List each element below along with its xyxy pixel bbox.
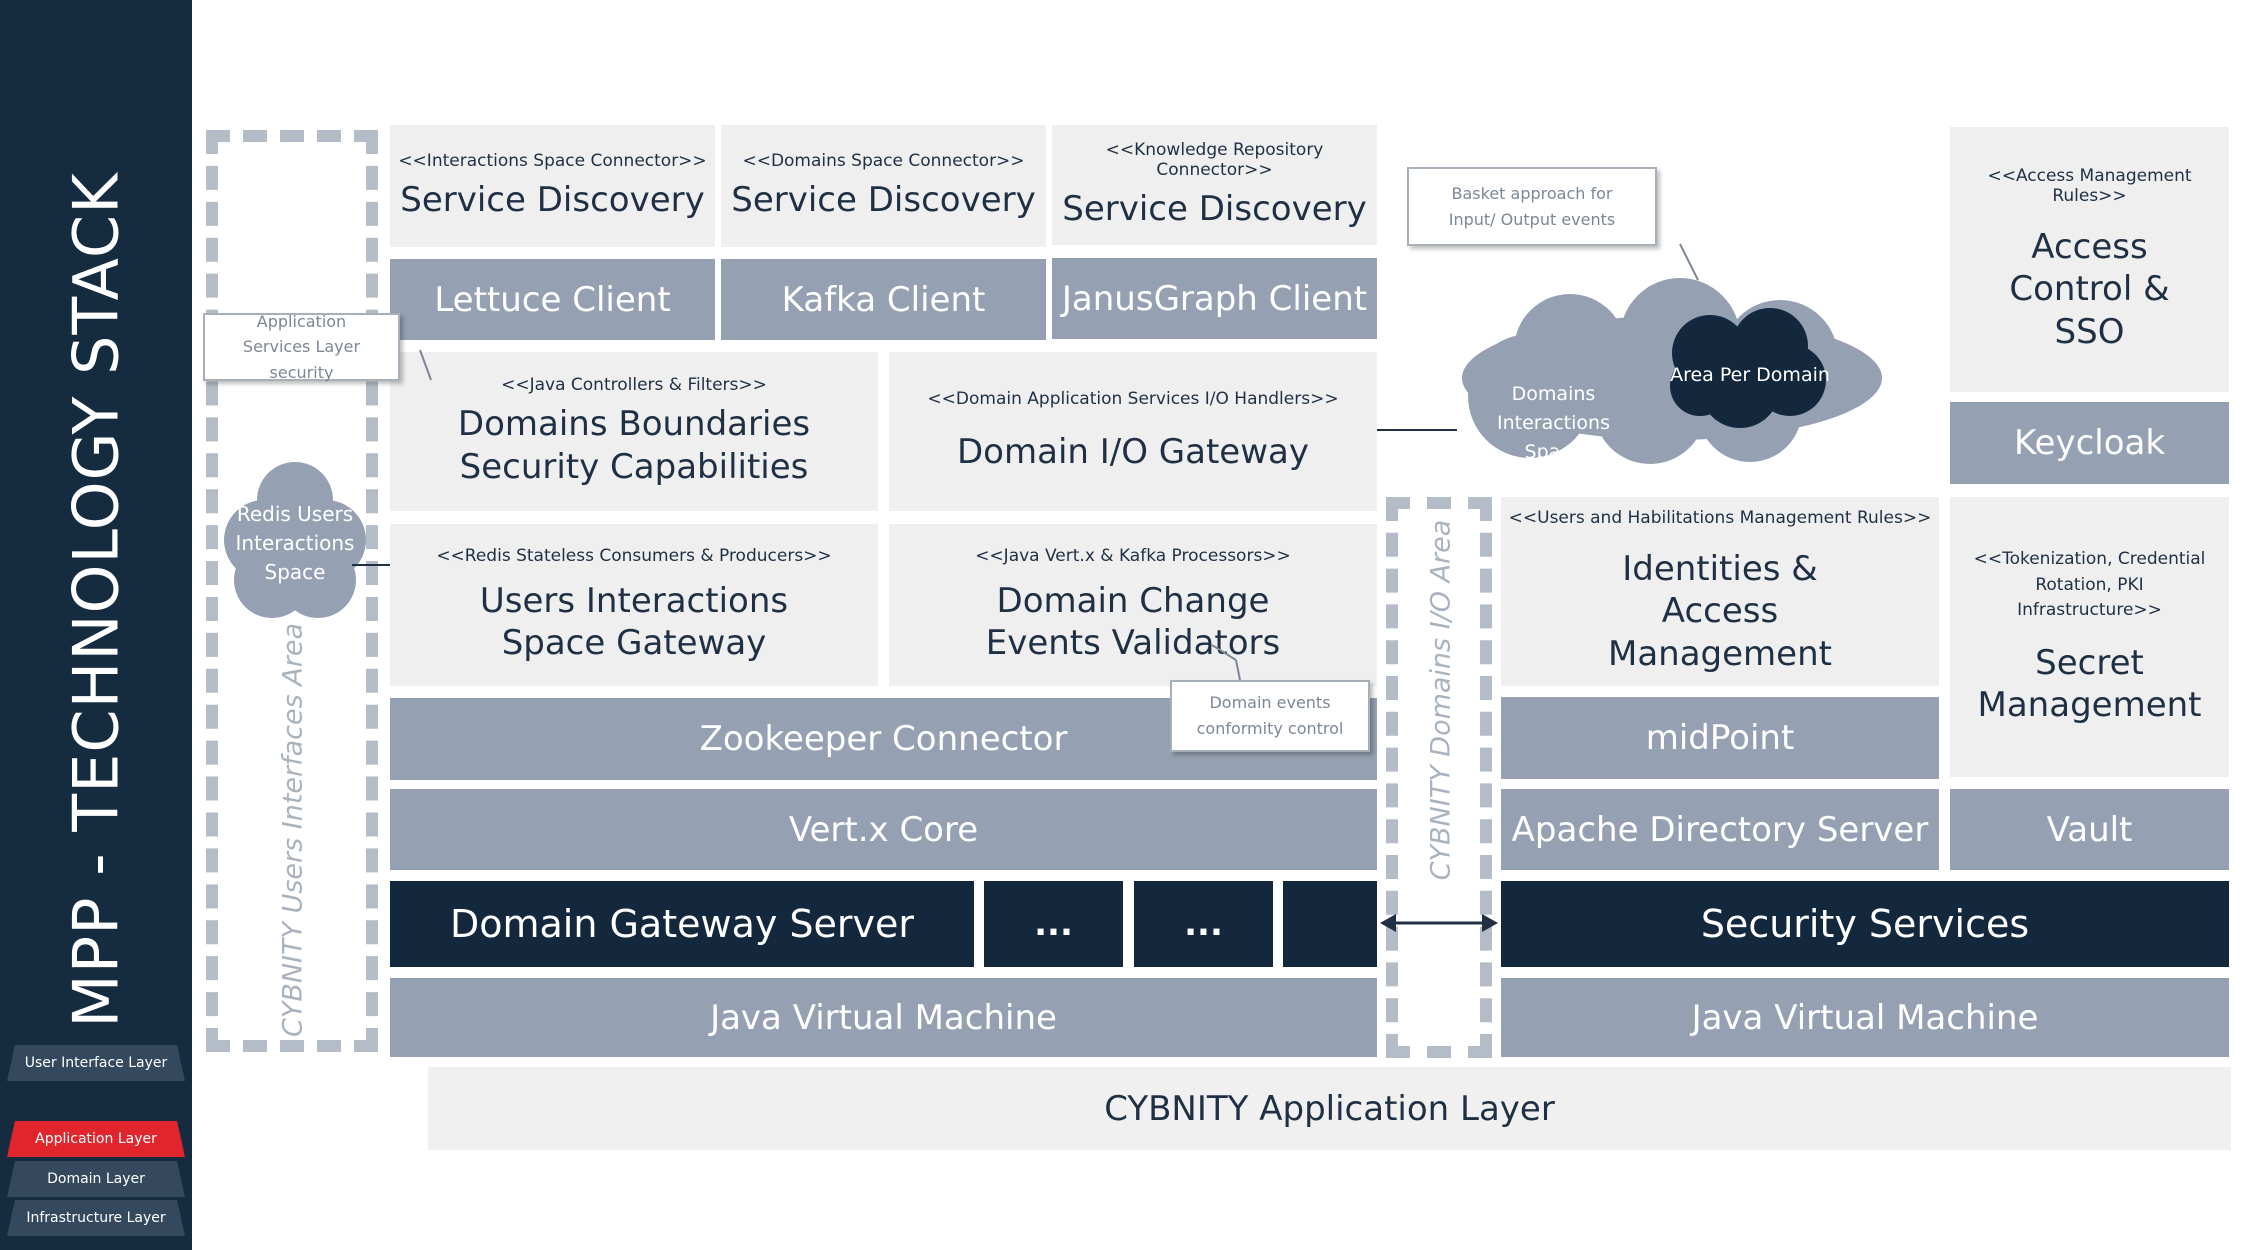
domains-boundaries-security: <<Java Controllers & Filters>>Domains Bo… (390, 352, 878, 511)
identities-access-management: <<Users and Habilitations Management Rul… (1501, 497, 1939, 686)
midpoint: midPoint (1501, 697, 1939, 779)
double-arrow (1380, 914, 1498, 932)
layer-infrastructure: Infrastructure Layer (7, 1200, 185, 1236)
layer-user-interface: User Interface Layer (7, 1045, 185, 1081)
io-cloud-link-line (1377, 429, 1457, 431)
service-discovery-interactions: <<Interactions Space Connector>>Service … (390, 125, 715, 247)
access-control-sso: <<Access Management Rules>>Access Contro… (1950, 127, 2229, 392)
service-discovery-domains: <<Domains Space Connector>>Service Disco… (721, 125, 1046, 247)
janusgraph-client: JanusGraph Client (1052, 258, 1377, 339)
layer-application: Application Layer (7, 1121, 185, 1157)
note-app-services-security: Application Services Layer security (203, 312, 400, 382)
domain-gateway-server: Domain Gateway Server (390, 881, 974, 967)
ellipsis-box-1: ... (984, 881, 1123, 967)
application-layer-bar: CYBNITY Application Layer (428, 1067, 2231, 1150)
note-events-conformity: Domain events conformity control (1170, 680, 1370, 752)
sidebar: MPP - TECHNOLOGY STACK User Interface La… (0, 0, 192, 1250)
redis-link-line (352, 564, 390, 566)
redis-cloud (224, 462, 366, 618)
apache-directory-server: Apache Directory Server (1501, 789, 1939, 870)
domains-interactions-space-label: Domains Interactions Space (1497, 383, 1610, 463)
lettuce-client: Lettuce Client (390, 259, 715, 340)
jvm-right: Java Virtual Machine (1501, 978, 2229, 1057)
vertx-core: Vert.x Core (390, 789, 1377, 870)
users-interactions-gateway: <<Redis Stateless Consumers & Producers>… (390, 524, 878, 686)
keycloak: Keycloak (1950, 402, 2229, 484)
domain-change-events-validators: <<Java Vert.x & Kafka Processors>>Domain… (889, 524, 1377, 686)
ellipsis-box-2: ... (1134, 881, 1273, 967)
layer-domain: Domain Layer (7, 1161, 185, 1197)
vault: Vault (1950, 789, 2229, 870)
redis-cloud-label: Redis Users Interactions Space (235, 502, 355, 584)
empty-server-box (1283, 881, 1377, 967)
area-per-domain-label: Area Per Domain (1670, 364, 1830, 386)
domains-cloud (1462, 278, 1882, 464)
domain-io-gateway: <<Domain Application Services I/O Handle… (889, 352, 1377, 511)
kafka-client: Kafka Client (721, 259, 1046, 340)
security-services: Security Services (1501, 881, 2229, 967)
jvm-left: Java Virtual Machine (390, 978, 1377, 1057)
note-basket-approach: Basket approach for Input/ Output events (1407, 167, 1657, 246)
secret-management: <<Tokenization, Credential Rotation, PKI… (1950, 497, 2229, 777)
service-discovery-knowledge: <<Knowledge Repository Connector>>Servic… (1052, 125, 1377, 245)
